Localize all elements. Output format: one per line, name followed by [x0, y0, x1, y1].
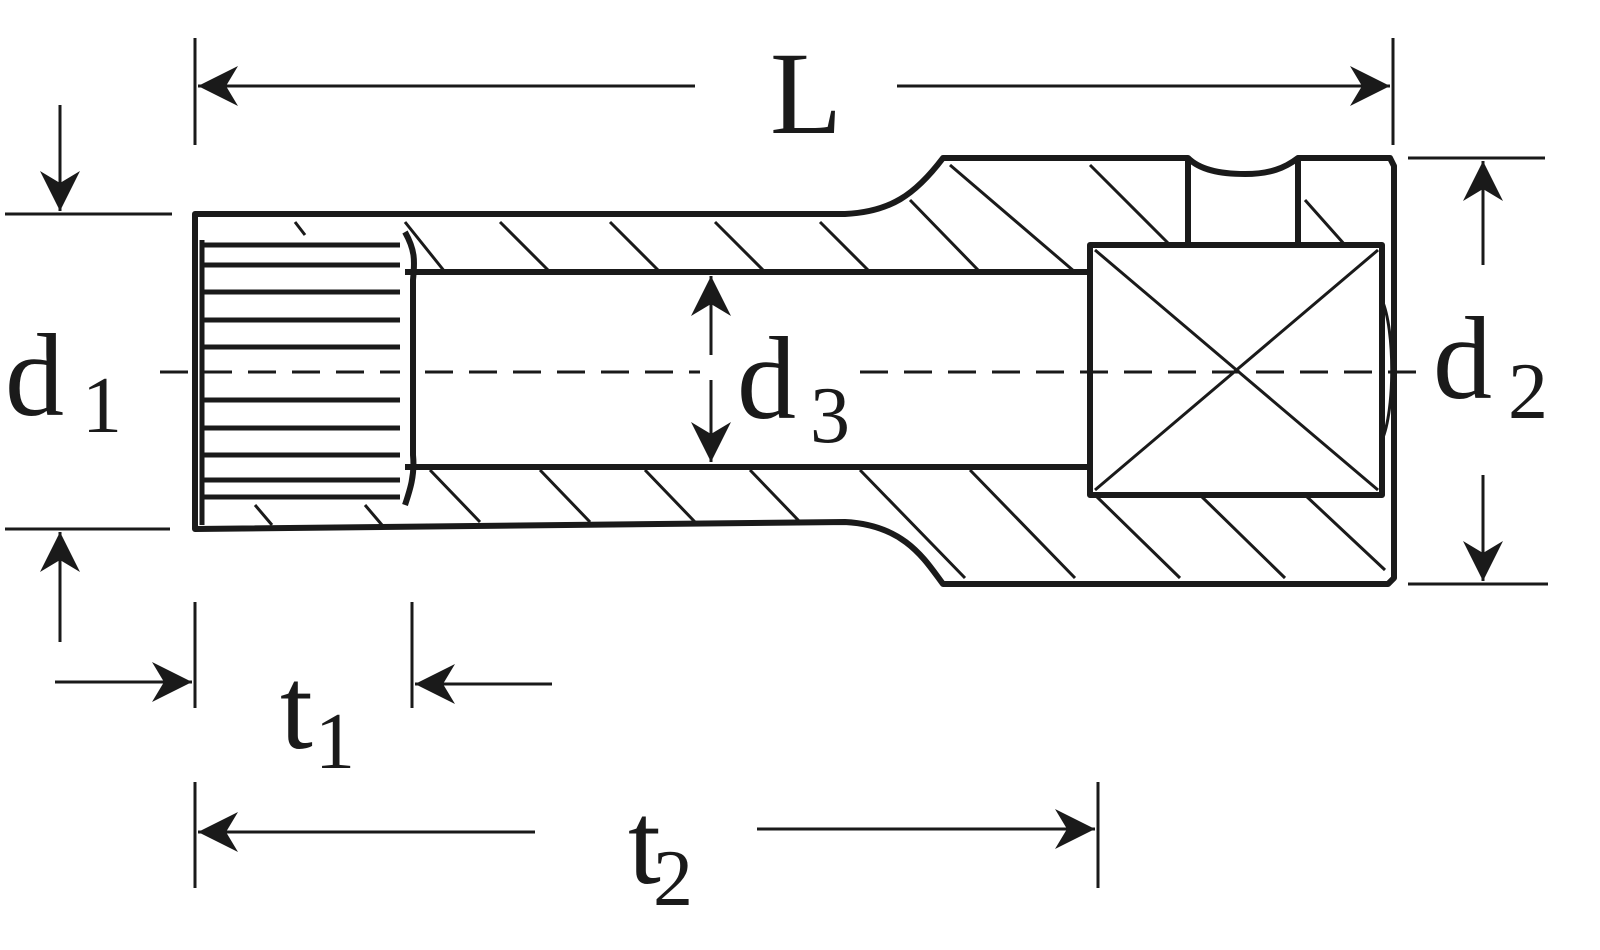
socket-outline — [192, 155, 1397, 587]
hatch-pattern — [253, 163, 1387, 580]
label-t2-subscript: 2 — [653, 835, 693, 923]
label-L: L — [770, 28, 842, 159]
label-t2: t — [628, 778, 661, 909]
extension-lines — [5, 38, 1548, 888]
label-d2-subscript: 2 — [1508, 348, 1548, 436]
label-d1-subscript: 1 — [82, 362, 122, 450]
spline-teeth — [199, 240, 400, 525]
label-d3-subscript: 3 — [810, 372, 850, 460]
label-t1: t — [280, 643, 313, 774]
label-d3: d — [737, 313, 796, 444]
label-d2: d — [1433, 293, 1492, 424]
dimension-labels: L d 1 d 2 d 3 t 1 t 2 — [5, 28, 1548, 923]
label-t1-subscript: 1 — [315, 698, 355, 786]
label-d1: d — [5, 310, 64, 441]
dimension-arrows — [40, 66, 1503, 852]
